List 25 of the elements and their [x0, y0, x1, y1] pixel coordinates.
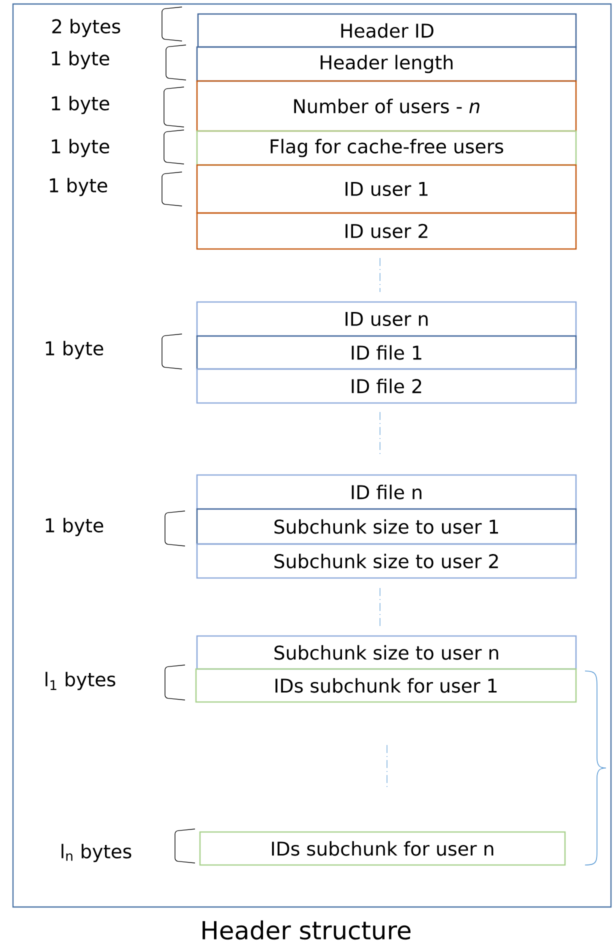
field-box: ID file 1: [196, 335, 577, 370]
field-box: Number of users - n: [196, 80, 577, 132]
field-box: Header ID: [197, 13, 577, 48]
size-label: 1 byte: [46, 518, 104, 536]
size-label: 1 byte: [52, 96, 110, 114]
field-box: Header length: [196, 46, 577, 82]
size-label: l$_{n}$ bytes: [62, 844, 132, 862]
size-label: 1 byte: [50, 178, 108, 196]
size-label: 1 byte: [52, 50, 110, 70]
field-box: IDs subchunk for user n: [199, 831, 566, 866]
field-box: Subchunk size to user 1: [196, 508, 577, 545]
size-label: 1 byte: [46, 340, 104, 360]
field-box: ID user 2: [196, 212, 577, 250]
field-box: ID file 2: [196, 368, 577, 404]
field-box: Subchunk size to user 2: [196, 543, 577, 579]
size-label: 2 bytes: [52, 18, 120, 38]
field-box: IDs subchunk for user 1: [195, 668, 577, 703]
field-box: Flag for cache-free users: [196, 130, 577, 166]
field-box: ID user 1: [196, 164, 577, 214]
field-box: ID file n: [196, 474, 577, 510]
size-label: l$_{1}$ bytes: [46, 672, 116, 690]
size-label: 1 byte: [52, 138, 110, 158]
field-box: ID user n: [196, 301, 577, 337]
field-box: Subchunk size to user n: [196, 635, 577, 670]
caption: Header structure: [202, 920, 410, 940]
